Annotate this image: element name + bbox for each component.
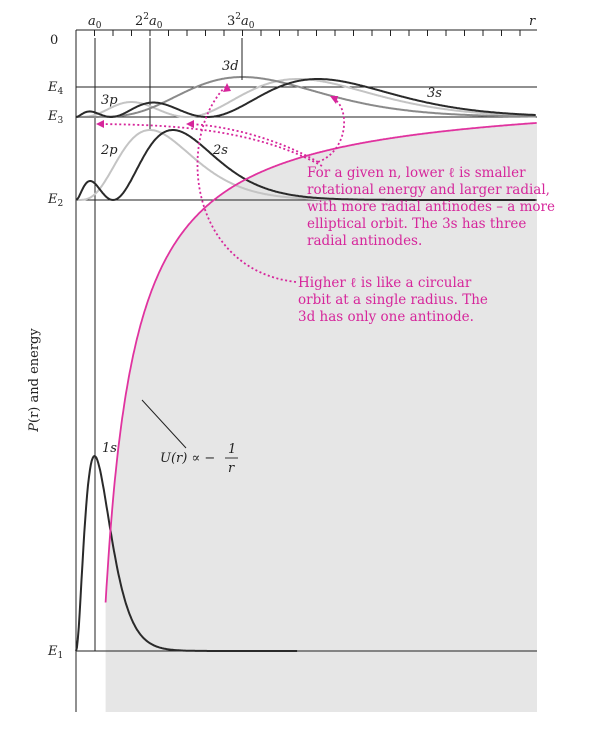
potential-curve <box>104 122 537 603</box>
tick-label-9a0: 32a0 <box>227 12 255 31</box>
curve-3d <box>76 76 536 118</box>
energy-label-e4: E4 <box>47 80 64 97</box>
annotation-arrows <box>99 86 345 283</box>
annotation-lower-l-line-1: For a given n, lower ℓ is smaller <box>307 165 526 181</box>
tick-label-a0: a0 <box>88 14 102 31</box>
curve-label-3p: 3p <box>101 93 118 108</box>
arrow-to-2s <box>189 123 319 163</box>
potential-label-numerator: 1 <box>228 442 236 457</box>
x-axis-label-r: r <box>529 14 536 29</box>
potential-leader-line <box>141 399 187 449</box>
annotation-lower-l-line-4: elliptical orbit. The 3s has three <box>307 216 526 232</box>
potential-label-denominator: r <box>228 461 235 476</box>
potential-shaded-region <box>105 122 537 712</box>
arrowhead-3d <box>223 83 231 92</box>
arrowhead-3p <box>96 120 104 128</box>
annotation-higher-l-line-2: orbit at a single radius. The <box>298 292 488 308</box>
curve-3s <box>75 78 536 118</box>
curve-3p <box>76 78 536 118</box>
annotation-lower-l-line-2: rotational energy and larger radial, <box>307 182 550 198</box>
x-axis-ticks <box>75 30 521 36</box>
annotation-higher-l-line-1: Higher ℓ is like a circular <box>298 275 472 291</box>
energy-label-e3: E3 <box>47 109 64 126</box>
arrowhead-2s <box>186 120 194 128</box>
curve-2s <box>75 129 536 202</box>
energy-label-e2: E2 <box>47 192 63 209</box>
potential-label: U(r) ∝ − <box>160 451 215 466</box>
curve-label-1s: 1s <box>102 441 117 456</box>
arrowhead-3s <box>330 96 338 104</box>
tick-label-4a0: 22a0 <box>135 12 163 31</box>
curve-label-3d: 3d <box>222 59 239 74</box>
curve-label-3s: 3s <box>427 86 442 101</box>
energy-label-e1: E1 <box>47 644 63 661</box>
y-zero-label: 0 <box>50 33 58 48</box>
curve-1s <box>75 454 298 652</box>
arrow-to-3s <box>317 97 345 163</box>
annotation-lower-l: For a given n, lower ℓ is smaller rotati… <box>307 165 555 249</box>
curve-label-2s: 2s <box>212 143 228 158</box>
arrow-to-3p <box>99 123 323 167</box>
annotation-arrowheads <box>96 83 338 128</box>
annotation-lower-l-line-5: radial antinodes. <box>307 233 422 249</box>
annotation-higher-l: Higher ℓ is like a circular orbit at a s… <box>298 275 488 325</box>
annotation-lower-l-line-3: with more radial antinodes – a more <box>307 199 555 215</box>
annotation-higher-l-line-3: 3d has only one antinode. <box>298 309 474 325</box>
curve-label-2p: 2p <box>100 143 118 158</box>
y-axis-title: P(r) and energy <box>27 328 42 433</box>
